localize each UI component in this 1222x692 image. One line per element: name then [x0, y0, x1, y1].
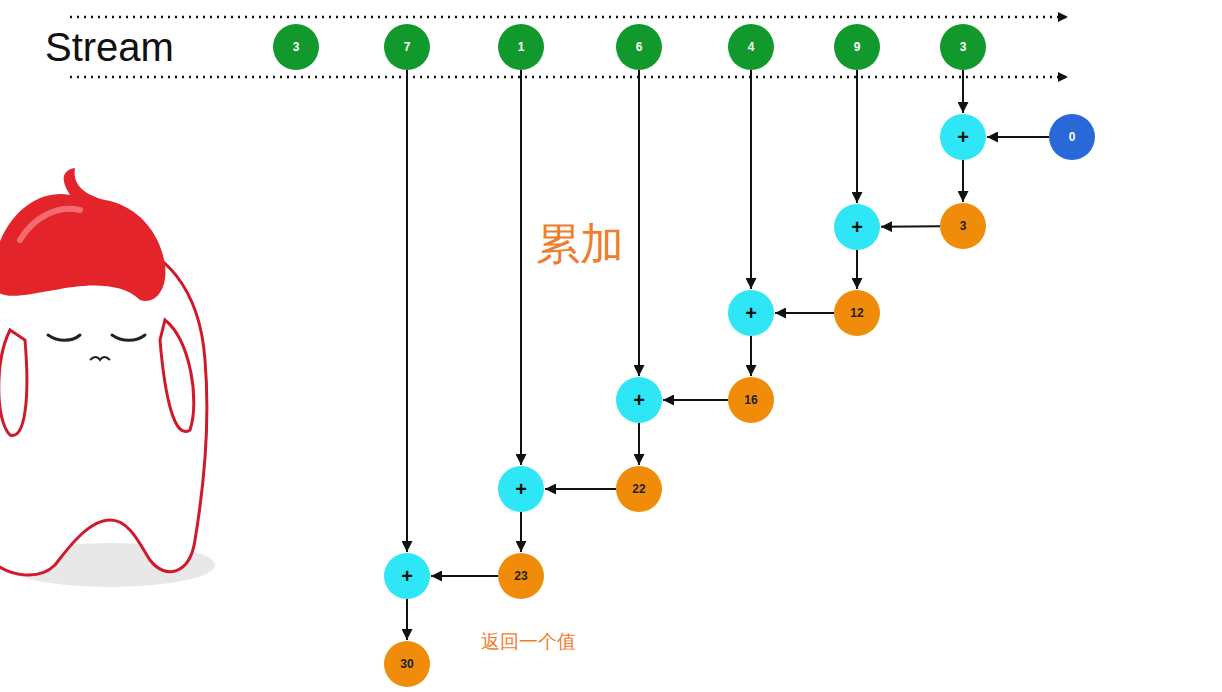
- node-value: 3: [960, 41, 967, 53]
- node-value: 22: [632, 483, 645, 495]
- node-value: 30: [400, 658, 413, 670]
- stream-item: 3: [273, 24, 319, 70]
- node-value: 12: [850, 307, 863, 319]
- flow-arrow: [520, 70, 522, 465]
- add-operator: +: [384, 553, 430, 599]
- flow-arrow: [750, 336, 752, 376]
- flow-arrow: [962, 70, 964, 113]
- add-operator: +: [616, 377, 662, 423]
- cartoon-character: [0, 168, 215, 587]
- result-sum: 30: [384, 641, 430, 687]
- node-value: 1: [518, 41, 525, 53]
- partial-sum: 3: [940, 203, 986, 249]
- stream-item: 1: [498, 24, 544, 70]
- partial-sum: 22: [616, 466, 662, 512]
- stream-item: 4: [728, 24, 774, 70]
- stream-label: Stream: [45, 25, 174, 69]
- node-value: +: [401, 566, 413, 586]
- node-value: +: [851, 217, 863, 237]
- add-operator: +: [498, 466, 544, 512]
- node-value: 23: [514, 570, 527, 582]
- node-value: +: [745, 303, 757, 323]
- stream-item: 3: [940, 24, 986, 70]
- node-value: +: [633, 390, 645, 410]
- flow-arrow: [520, 512, 522, 552]
- add-operator: +: [728, 290, 774, 336]
- flow-arrow: [545, 488, 616, 490]
- stream-border: [70, 16, 1068, 19]
- flow-arrow: [987, 136, 1049, 138]
- initial-value: 0: [1049, 114, 1095, 160]
- node-value: 16: [744, 394, 757, 406]
- node-value: +: [957, 127, 969, 147]
- partial-sum: 23: [498, 553, 544, 599]
- flow-arrow: [750, 70, 752, 289]
- stream-border: [70, 76, 1068, 79]
- flow-arrow: [962, 160, 964, 202]
- stream-item: 9: [834, 24, 880, 70]
- add-operator: +: [834, 204, 880, 250]
- node-value: +: [515, 479, 527, 499]
- node-value: 9: [854, 41, 861, 53]
- flow-arrow: [638, 423, 640, 465]
- flow-arrow: [638, 70, 640, 376]
- node-value: 6: [636, 41, 643, 53]
- partial-sum: 12: [834, 290, 880, 336]
- stream-item: 7: [384, 24, 430, 70]
- node-value: 3: [293, 41, 300, 53]
- flow-arrow: [881, 225, 940, 228]
- annotation-title: 累加: [536, 220, 624, 268]
- add-operator: +: [940, 114, 986, 160]
- flow-arrow: [856, 250, 858, 289]
- node-value: 4: [748, 41, 755, 53]
- flow-arrow: [431, 575, 498, 577]
- flow-arrow: [406, 599, 408, 640]
- flow-arrow: [775, 312, 834, 314]
- node-value: 0: [1069, 131, 1076, 143]
- partial-sum: 16: [728, 377, 774, 423]
- annotation-note: 返回一个值: [481, 631, 576, 652]
- flow-arrow: [856, 70, 858, 203]
- node-value: 7: [404, 41, 411, 53]
- node-value: 3: [960, 220, 967, 232]
- flow-arrow: [406, 70, 408, 552]
- flow-arrow: [663, 399, 728, 401]
- stream-item: 6: [616, 24, 662, 70]
